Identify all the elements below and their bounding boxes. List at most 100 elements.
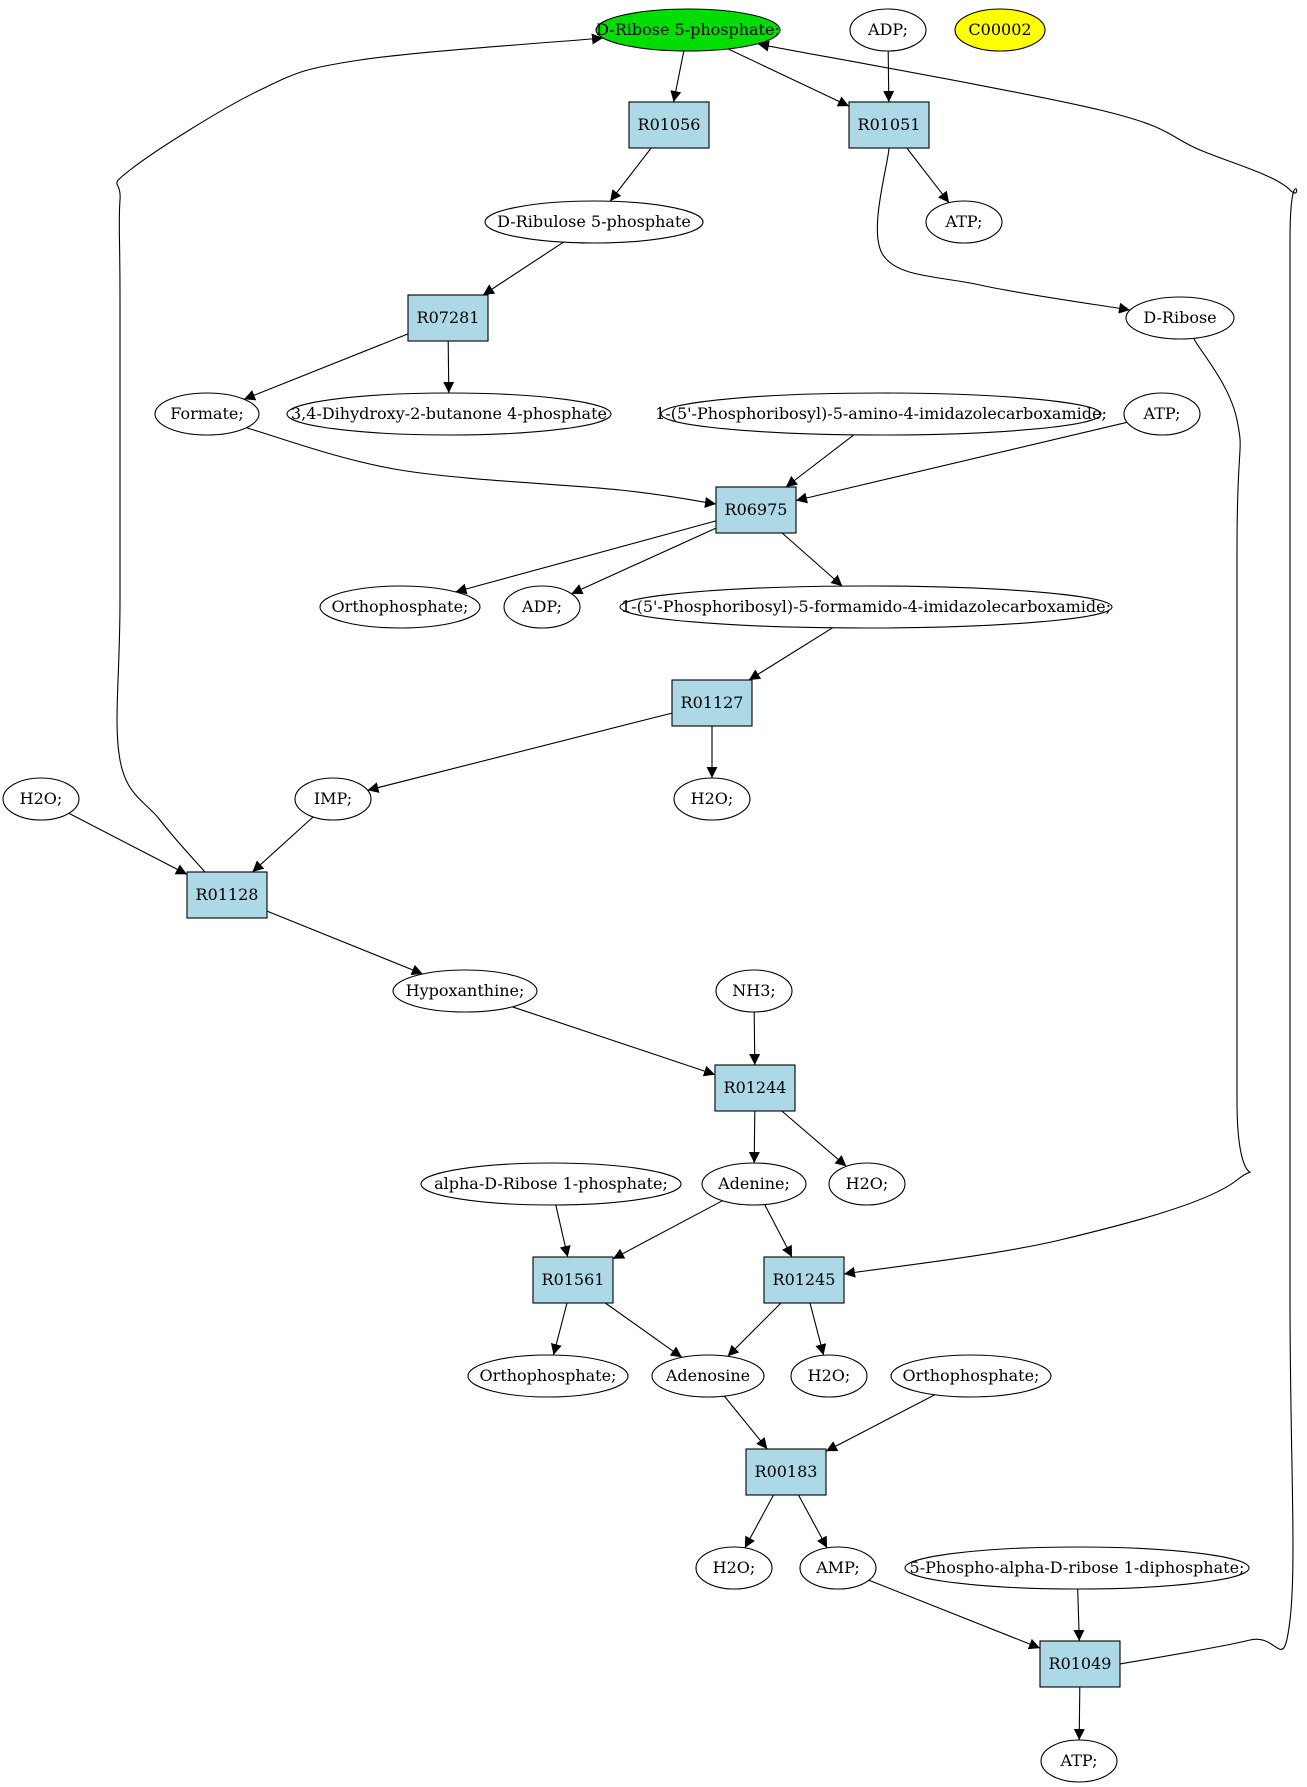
compound-node-c_amp[interactable]: AMP; <box>799 1546 877 1590</box>
node-label: ATP; <box>1143 404 1181 423</box>
node-label: H2O; <box>691 789 734 808</box>
compound-node-c_faicar[interactable]: 1-(5'-Phosphoribosyl)-5-formamido-4-imid… <box>619 585 1113 629</box>
node-label: 3,4-Dihydroxy-2-butanone 4-phosphate <box>291 404 607 423</box>
compound-node-c_adenosine[interactable]: Adenosine <box>651 1354 765 1398</box>
compound-ellipse <box>799 1546 877 1590</box>
compound-ellipse <box>673 777 751 821</box>
compound-node-c_h2o_4[interactable]: H2O; <box>790 1354 868 1398</box>
compound-node-c_ru5p[interactable]: D-Ribulose 5-phosphate <box>484 200 704 244</box>
reaction-node-r_01049[interactable]: R01049 <box>1039 1640 1121 1688</box>
compound-node-c_c00002[interactable]: C00002 <box>954 8 1046 52</box>
edge-c_h2o_1-to-r_01128 <box>68 812 188 875</box>
node-label: 5-Phospho-alpha-D-ribose 1-diphosphate; <box>910 1558 1245 1577</box>
node-label: ATP; <box>945 212 983 231</box>
compound-ellipse <box>294 777 372 821</box>
edge-c_amp-to-r_01049 <box>868 1579 1041 1650</box>
compound-ellipse <box>286 392 612 436</box>
node-label: R07281 <box>417 308 480 327</box>
edge-r_06975-to-c_pi_1 <box>455 520 717 595</box>
edge-r_01245-to-c_h2o_4 <box>809 1302 827 1356</box>
compound-node-c_adenine[interactable]: Adenine; <box>701 1162 807 1206</box>
compound-node-c_pi_3[interactable]: Orthophosphate; <box>890 1354 1052 1398</box>
compound-node-c_h2o_3[interactable]: H2O; <box>828 1162 906 1206</box>
compound-ellipse <box>701 1162 807 1206</box>
reaction-node-r_01128[interactable]: R01128 <box>186 871 268 919</box>
compound-node-c_pi_1[interactable]: Orthophosphate; <box>319 585 481 629</box>
compound-node-c_adp_2[interactable]: ADP; <box>503 585 581 629</box>
compound-node-c_pi_2[interactable]: Orthophosphate; <box>467 1354 629 1398</box>
reaction-node-r_01244[interactable]: R01244 <box>714 1064 796 1112</box>
edge-r_01049-to-c_atp_3 <box>1073 1686 1085 1741</box>
edge-c_r5p-to-r_01056 <box>670 50 685 103</box>
node-label: R01127 <box>681 693 744 712</box>
compound-ellipse <box>392 969 538 1013</box>
node-label: R01128 <box>196 885 259 904</box>
compound-node-c_r5p[interactable]: D-Ribose 5-phosphate; <box>595 8 781 52</box>
node-label: H2O; <box>808 1366 851 1385</box>
node-label: 1-(5'-Phosphoribosyl)-5-amino-4-imidazol… <box>655 404 1107 423</box>
edge-c_pi_3-to-r_00183 <box>825 1394 936 1452</box>
node-label: ADP; <box>867 20 908 39</box>
reaction-box <box>848 101 930 149</box>
compound-node-c_ar1p[interactable]: alpha-D-Ribose 1-phosphate; <box>420 1162 682 1206</box>
reaction-node-r_01127[interactable]: R01127 <box>671 679 753 727</box>
reaction-box <box>763 1256 845 1304</box>
node-label: ATP; <box>1060 1751 1098 1770</box>
node-label: R01244 <box>724 1078 787 1097</box>
compound-node-c_h2o_2[interactable]: H2O; <box>673 777 751 821</box>
compound-node-c_dribose[interactable]: D-Ribose <box>1125 296 1235 340</box>
reaction-node-r_07281[interactable]: R07281 <box>407 294 489 342</box>
node-label: Orthophosphate; <box>903 1366 1040 1385</box>
edge-c_nh3-to-r_01244 <box>749 1011 761 1066</box>
compound-node-c_dhbp[interactable]: 3,4-Dihydroxy-2-butanone 4-phosphate <box>286 392 612 436</box>
compound-node-c_prpp[interactable]: 5-Phospho-alpha-D-ribose 1-diphosphate; <box>904 1546 1250 1590</box>
reaction-node-r_01561[interactable]: R01561 <box>532 1256 614 1304</box>
node-label: Formate; <box>170 404 244 423</box>
compound-ellipse <box>619 585 1113 629</box>
reaction-node-r_01051[interactable]: R01051 <box>848 101 930 149</box>
node-label: Orthophosphate; <box>332 597 469 616</box>
edge-r_00183-to-c_h2o_5 <box>744 1494 774 1549</box>
compound-ellipse <box>715 969 793 1013</box>
reaction-node-r_01056[interactable]: R01056 <box>628 101 710 149</box>
compound-ellipse <box>1125 296 1235 340</box>
compound-node-c_hypox[interactable]: Hypoxanthine; <box>392 969 538 1013</box>
compound-node-c_h2o_1[interactable]: H2O; <box>2 777 80 821</box>
compound-node-c_atp_2[interactable]: ATP; <box>1123 392 1201 436</box>
compound-node-c_nh3[interactable]: NH3; <box>715 969 793 1013</box>
node-label: alpha-D-Ribose 1-phosphate; <box>434 1174 668 1193</box>
node-label: R00183 <box>755 1462 818 1481</box>
node-label: Hypoxanthine; <box>406 981 525 1000</box>
compound-node-c_atp_3[interactable]: ATP; <box>1040 1739 1118 1783</box>
node-label: AMP; <box>815 1558 860 1577</box>
compound-ellipse <box>1123 392 1201 436</box>
compound-ellipse <box>2 777 80 821</box>
node-label: R01049 <box>1049 1654 1112 1673</box>
reaction-node-r_06975[interactable]: R06975 <box>715 486 797 534</box>
edge-c_dribose-to-r_01245 <box>843 338 1251 1278</box>
reaction-node-r_00183[interactable]: R00183 <box>745 1448 827 1496</box>
reaction-node-r_01245[interactable]: R01245 <box>763 1256 845 1304</box>
node-label: H2O; <box>846 1174 889 1193</box>
compound-ellipse <box>651 1354 765 1398</box>
edge-r_07281-to-c_dhbp <box>443 340 455 394</box>
reaction-box <box>628 101 710 149</box>
edge-c_prpp-to-r_01049 <box>1073 1588 1085 1642</box>
compound-node-c_imp[interactable]: IMP; <box>294 777 372 821</box>
compound-node-c_atp_1[interactable]: ATP; <box>925 200 1003 244</box>
compound-ellipse <box>790 1354 868 1398</box>
edge-r_07281-to-c_formate <box>243 333 409 401</box>
compound-node-c_formate[interactable]: Formate; <box>154 392 260 436</box>
node-label: 1-(5'-Phosphoribosyl)-5-formamido-4-imid… <box>621 597 1111 616</box>
node-label: H2O; <box>20 789 63 808</box>
edge-c_adenosine-to-r_00183 <box>723 1395 768 1450</box>
compound-node-c_adp_top[interactable]: ADP; <box>849 8 927 52</box>
compound-ellipse <box>1040 1739 1118 1783</box>
compound-ellipse <box>890 1354 1052 1398</box>
compound-node-c_h2o_5[interactable]: H2O; <box>695 1546 773 1590</box>
edge-r_01128-to-c_r5p <box>116 33 604 873</box>
compound-node-c_aicar[interactable]: 1-(5'-Phosphoribosyl)-5-amino-4-imidazol… <box>655 392 1107 436</box>
edge-c_adp_top-to-r_01051 <box>883 50 895 103</box>
edge-r_06975-to-c_adp_2 <box>571 527 717 595</box>
edge-c_aicar-to-r_06975 <box>785 434 855 488</box>
